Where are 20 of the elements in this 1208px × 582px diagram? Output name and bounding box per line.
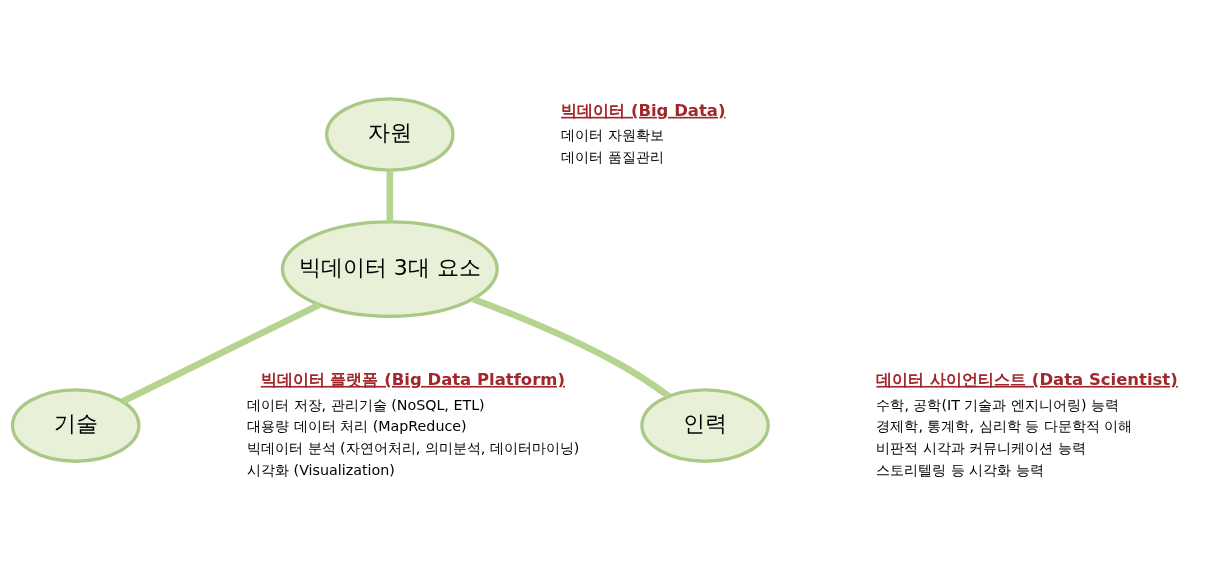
node-label: 데이터 저장, 관리기술 (NoSQL, ETL) (247, 396, 485, 413)
node-label: 수학, 공학(IT 기술과 엔지니어링) 능력 (876, 396, 1120, 413)
node-label: 대용량 데이터 처리 (MapReduce) (247, 418, 467, 435)
node-label: 빅데이터 분석 (자연어처리, 의미분석, 데이터마이닝) (247, 440, 580, 457)
node-label: 빅데이터 (Big Data) (561, 100, 726, 120)
node-label: 데이터 자원확보 (561, 127, 664, 144)
node-label: 스토리텔링 등 시각화 능력 (876, 462, 1044, 479)
node-ellipse: 인력 (640, 388, 770, 463)
node-label: 시각화 (Visualization) (247, 462, 395, 479)
node-ellipse: 기술 (10, 388, 141, 463)
connector (121, 301, 321, 405)
node-ellipse: 빅데이터 3대 요소 (280, 220, 499, 318)
connector (472, 296, 671, 399)
node-label: 데이터 품질관리 (561, 149, 664, 166)
node-label: 데이터 사이언티스트 (Data Scientist) (876, 369, 1178, 389)
node-label: 빅데이터 플랫폼 (Big Data Platform) (260, 369, 565, 389)
connector (386, 170, 394, 222)
node-label: 비판적 시각과 커뮤니케이션 능력 (876, 440, 1086, 457)
node-ellipse: 자원 (325, 97, 455, 172)
node-label: 경제학, 통계학, 심리학 등 다문학적 이해 (876, 418, 1133, 435)
